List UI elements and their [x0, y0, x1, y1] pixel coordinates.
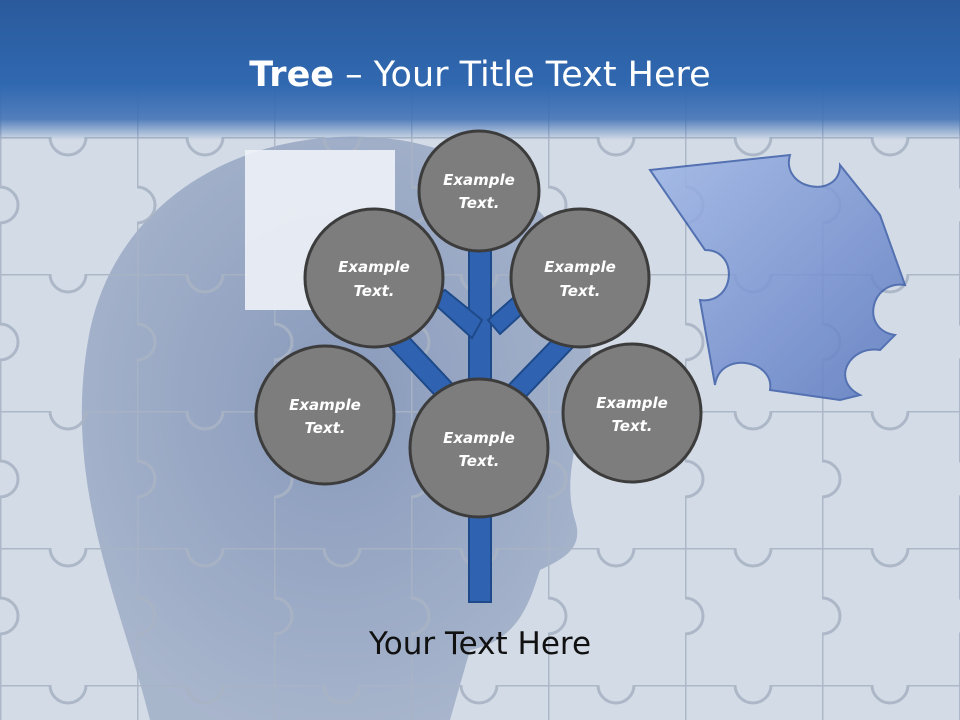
node-top-line1: Example — [443, 171, 515, 189]
node-top: Example Text. — [417, 129, 541, 253]
node-upper-right: Example Text. — [509, 207, 651, 349]
node-upper-left-line1: Example — [338, 258, 410, 276]
node-upper-right-line1: Example — [544, 258, 616, 276]
node-center: Example Text. — [408, 377, 550, 519]
node-lower-left: Example Text. — [254, 344, 396, 486]
node-lower-left-line1: Example — [289, 396, 361, 414]
node-upper-left-line2: Text. — [353, 282, 394, 300]
node-top-line2: Text. — [458, 194, 499, 212]
node-right: Example Text. — [561, 342, 703, 484]
node-center-line2: Text. — [458, 452, 499, 470]
node-upper-left: Example Text. — [303, 207, 445, 349]
title-rest: – Your Title Text Here — [334, 55, 711, 95]
node-upper-right-line2: Text. — [559, 282, 600, 300]
node-center-line1: Example — [443, 429, 515, 447]
slide-title: Tree – Your Title Text Here — [0, 52, 960, 98]
footer-text: Your Text Here — [368, 626, 592, 662]
node-right-line1: Example — [596, 394, 668, 412]
floating-puzzle-piece — [648, 153, 907, 402]
title-bold-word: Tree — [249, 55, 335, 95]
title-band — [0, 0, 960, 140]
node-right-line2: Text. — [611, 417, 652, 435]
node-lower-left-line2: Text. — [304, 419, 345, 437]
